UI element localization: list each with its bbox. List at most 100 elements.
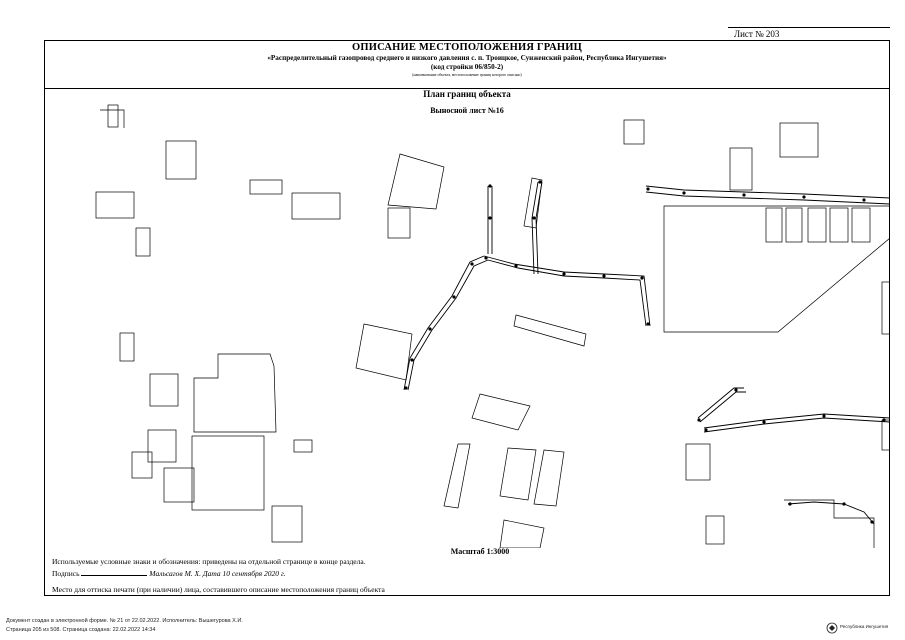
boundary-point (602, 274, 606, 278)
pipeline-route (487, 259, 647, 327)
pipeline-route (403, 255, 485, 391)
signature-label: Подпись (52, 569, 80, 578)
land-parcel (387, 153, 445, 210)
boundary-point (538, 180, 542, 184)
boundary-point (882, 418, 886, 422)
boundary-point (488, 216, 492, 220)
pipeline-route (703, 413, 890, 429)
boundary-point (870, 520, 874, 524)
land-parcel (271, 505, 303, 543)
boundary-point (822, 414, 826, 418)
pipeline-route (403, 181, 890, 525)
land-parcel (499, 447, 537, 501)
map-scale: Масштаб 1:3000 (450, 547, 510, 556)
pipeline-route (787, 501, 875, 525)
boundary-point (762, 420, 766, 424)
land-parcel (355, 323, 413, 381)
construction-code: (код стройки 06/850-2) (430, 63, 504, 71)
land-parcel (533, 449, 565, 507)
boundary-point (484, 256, 488, 260)
boundary-point (682, 191, 686, 195)
boundary-point (452, 295, 456, 299)
land-parcel (685, 443, 711, 481)
boundary-point (802, 195, 806, 199)
land-parcel (663, 205, 890, 333)
land-parcel (779, 122, 819, 158)
footer-page-info: Страница 205 из 508. Страница создана: 2… (6, 627, 156, 633)
footer-document-info: Документ создан в электронной форме. № 2… (6, 618, 243, 624)
land-parcel (851, 207, 871, 243)
land-parcel (100, 109, 125, 128)
land-parcel (523, 177, 543, 229)
stamp-note: Место для оттиска печати (при наличии) л… (52, 585, 385, 594)
land-parcel (705, 515, 725, 545)
sheet-number: Лист № 203 (728, 27, 890, 39)
boundary-point (697, 418, 701, 422)
land-parcel (193, 353, 277, 433)
land-parcel (149, 373, 179, 407)
land-parcel (765, 207, 783, 243)
land-parcel (784, 499, 875, 548)
land-parcel (135, 227, 151, 257)
boundary-point (470, 262, 474, 266)
boundary-point (514, 264, 518, 268)
pipeline-route (407, 259, 489, 391)
land-parcel (165, 140, 197, 180)
land-parcel (147, 429, 177, 463)
legend-note: Используемые условные знаки и обозначени… (52, 557, 366, 566)
document-title: ОПИСАНИЕ МЕСТОПОЛОЖЕНИЯ ГРАНИЦ (352, 42, 582, 53)
signature-blank (81, 567, 148, 576)
footer-logo-text: Республика Ингушетия (840, 624, 889, 629)
land-parcel (785, 207, 803, 243)
object-name-caption: (наименование объекта, местоположение гр… (412, 73, 522, 77)
boundary-point (410, 358, 414, 362)
boundary-point (646, 187, 650, 191)
land-parcel (623, 119, 645, 145)
land-parcel (249, 179, 283, 195)
land-parcel (107, 104, 119, 128)
land-parcel (387, 207, 411, 239)
land-parcel (291, 192, 341, 220)
pipeline-route (699, 391, 746, 423)
boundary-point (742, 193, 746, 197)
land-parcel (881, 419, 890, 451)
boundary-point (488, 184, 492, 188)
boundary-point (562, 272, 566, 276)
land-parcel (163, 467, 195, 503)
boundary-point (404, 386, 408, 390)
land-parcel (119, 332, 135, 362)
boundary-point (862, 198, 866, 202)
emblem-icon (826, 622, 838, 634)
pipeline-route (483, 255, 651, 327)
land-parcel (293, 439, 313, 453)
pipeline-route (697, 387, 744, 419)
signature-name-date: Мальсагов М. Х. Дата 10 сентября 2020 г. (149, 569, 286, 578)
object-name: «Распределительный газопровод среднего и… (267, 54, 667, 62)
land-parcel (95, 191, 135, 219)
boundary-point (640, 276, 644, 280)
plan-title: План границ объекта (423, 89, 511, 99)
boundary-point (704, 428, 708, 432)
land-parcel (829, 207, 849, 243)
land-parcel (513, 314, 587, 347)
boundary-point (532, 216, 536, 220)
land-parcel (443, 443, 471, 509)
plan-divider (44, 88, 890, 89)
pipeline-route (645, 191, 890, 205)
boundary-point (842, 502, 846, 506)
land-parcel (807, 207, 827, 243)
land-parcel (729, 147, 753, 191)
boundary-point (428, 327, 432, 331)
land-parcel (499, 519, 545, 548)
pipeline-route (703, 417, 890, 433)
land-parcel (191, 435, 265, 511)
pipeline-route (645, 185, 890, 199)
pipeline-route (531, 181, 539, 275)
boundary-plan-map (95, 104, 890, 548)
land-parcel (131, 451, 153, 479)
land-parcel (881, 281, 890, 335)
signature-line: Подпись Мальсагов М. Х. Дата 10 сентября… (52, 567, 286, 578)
document-frame (44, 40, 890, 596)
land-parcel (471, 393, 531, 431)
boundary-point (788, 502, 792, 506)
